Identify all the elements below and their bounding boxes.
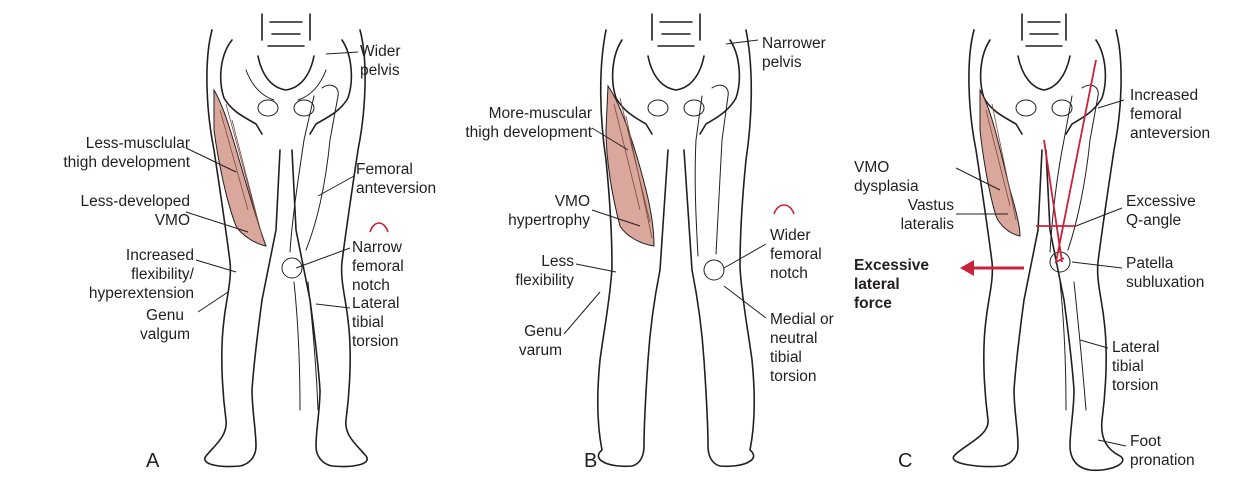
- panel-b-letter: B: [584, 450, 597, 472]
- panel-a-leaders: [0, 0, 440, 492]
- panel-b-leaders: [440, 0, 850, 492]
- panel-b: Narrower pelvis More-muscular thigh deve…: [440, 0, 850, 492]
- panel-c-letter: C: [898, 450, 912, 472]
- panel-c: Increased femoral anteversion VMO dyspla…: [850, 0, 1239, 492]
- panel-a-letter: A: [146, 450, 159, 472]
- panel-c-leaders: [850, 0, 1239, 492]
- panel-a: Wider pelvis Less-musclular thigh develo…: [0, 0, 440, 492]
